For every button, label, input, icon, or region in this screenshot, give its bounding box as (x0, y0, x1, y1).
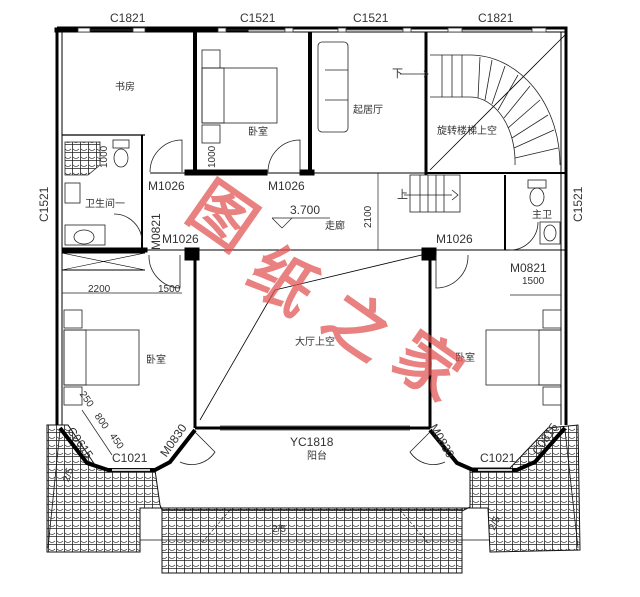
room-label-spiral-stair-void: 旋转楼梯上空 (437, 126, 497, 137)
elevation-marker: 3.700 (290, 203, 321, 217)
window-label-bay-left-front: C1021 (112, 451, 148, 465)
bay-window-right (428, 426, 567, 472)
window-label-balcony: YC1818 (290, 435, 334, 449)
top-window-glazing (77, 27, 547, 33)
stair-down-arrow (400, 70, 429, 78)
window-label-right-side: C1521 (571, 186, 585, 222)
room-label-bedroom-right: 卧室 (455, 353, 475, 364)
stair-down-label: 下 (392, 67, 403, 80)
room-label-family-room: 起居厅 (353, 105, 383, 116)
door-label-bedroom-left: M1026 (162, 232, 199, 246)
door-swings (113, 139, 539, 465)
dimension-lines (62, 173, 561, 456)
roof-slope-bottom: 2/5 (272, 524, 286, 535)
room-label-corridor: 走廊 (325, 221, 345, 232)
dimension-corridor-width: 2100 (363, 205, 374, 228)
door-label-study: M1026 (148, 179, 185, 193)
door-label-bedroom-top: M1026 (268, 179, 305, 193)
window-label-c1821-left: C1821 (110, 11, 146, 25)
room-label-bedroom-left: 卧室 (146, 355, 166, 366)
room-label-bedroom-top: 卧室 (248, 127, 268, 138)
dimension-left-span: 2200 (88, 284, 111, 295)
window-label-left-side: C1521 (37, 186, 51, 222)
fixtures (63, 41, 562, 406)
door-label-master-bath: M0821 (510, 261, 547, 275)
room-label-master-bath: 主卫 (532, 210, 552, 221)
door-label-bath-1: M0821 (149, 213, 163, 250)
room-label-balcony: 阳台 (307, 451, 327, 462)
dimension-right-gap: 1500 (522, 276, 545, 287)
dimension-closet-1: 1000 (99, 145, 110, 168)
bay-window-left (58, 426, 197, 472)
door-label-bedroom-right: M1026 (436, 232, 473, 246)
room-label-study: 书房 (115, 82, 135, 93)
window-label-c1521-right: C1521 (353, 11, 389, 25)
balcony-window-glazing (220, 425, 410, 431)
window-label-bay-right-front: C1021 (480, 451, 516, 465)
dimension-left-gap: 1500 (158, 284, 181, 295)
stair-up-label: 上 (397, 188, 408, 201)
dimension-closet-2: 1000 (207, 145, 218, 168)
room-label-hall-void: 大厅上空 (295, 337, 335, 348)
spiral-staircase (430, 54, 561, 166)
window-label-c1521-left: C1521 (240, 11, 276, 25)
window-label-c1821-right: C1821 (478, 11, 514, 25)
roof-tiles (46, 424, 581, 574)
room-label-bathroom-1: 卫生间一 (85, 199, 125, 210)
straight-stair (404, 174, 461, 213)
interior-walls (61, 32, 566, 430)
